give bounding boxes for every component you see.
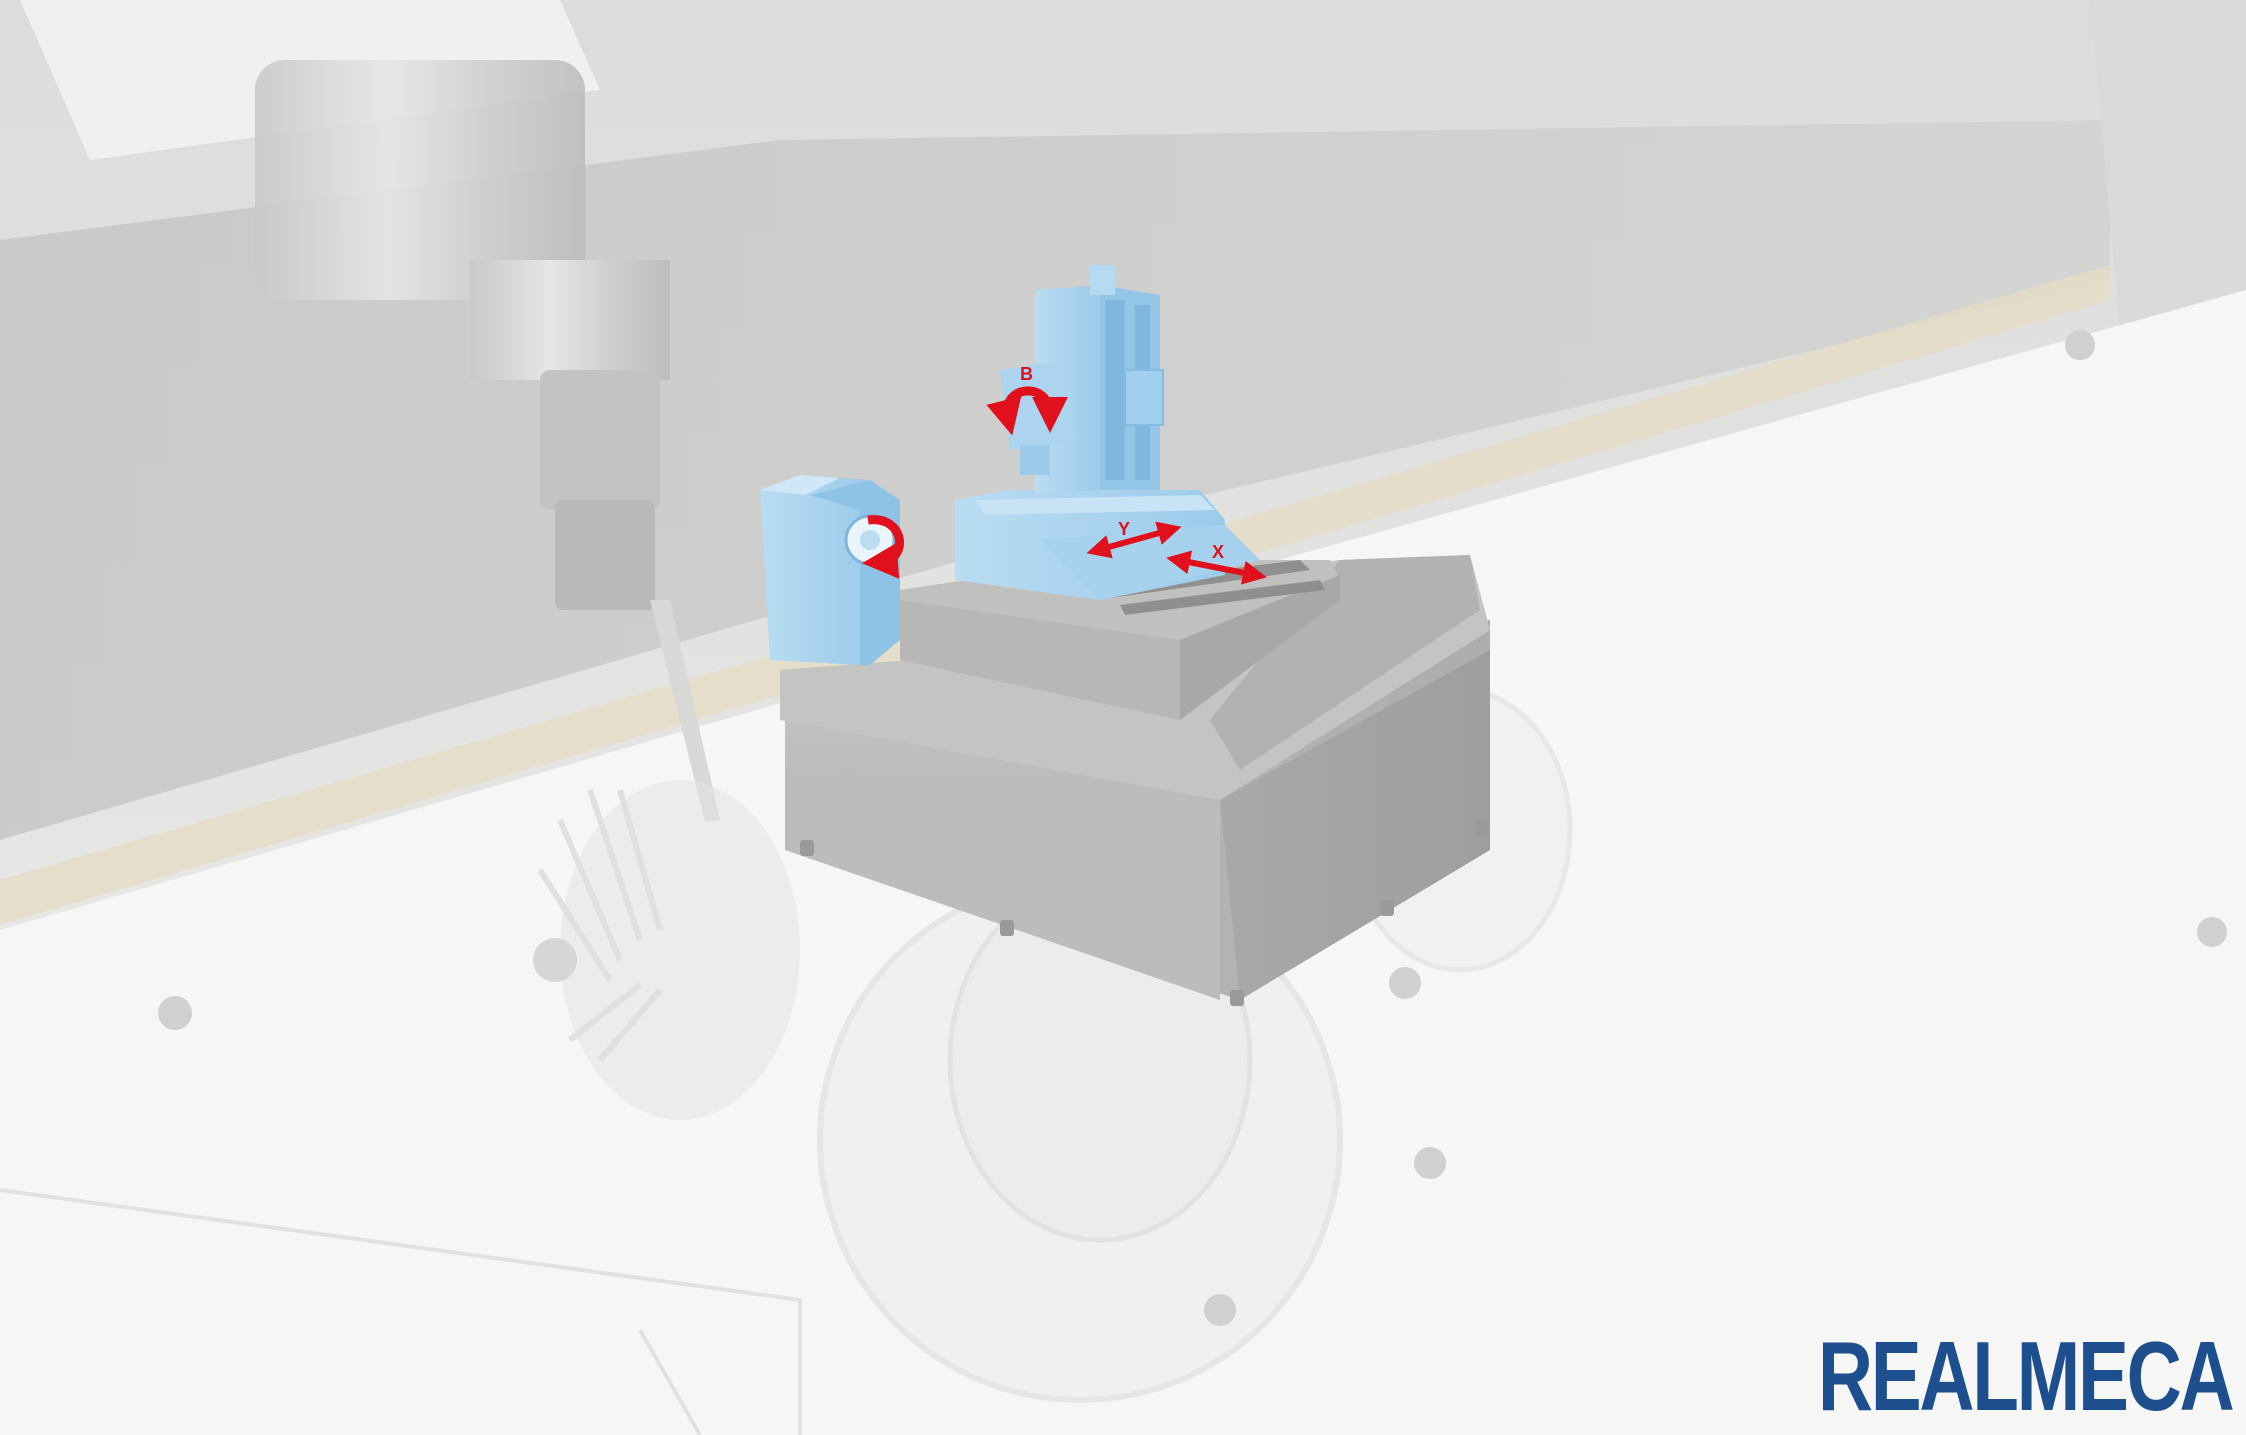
- rotary-headstock: [760, 475, 900, 665]
- brand-logo: REALMECA: [1817, 1321, 2235, 1431]
- vertical-column: [1000, 265, 1164, 495]
- y-axis-label: Y: [1118, 519, 1130, 539]
- b-axis-arrow: B: [986, 364, 1068, 436]
- spindle-nut: [540, 370, 660, 510]
- granite-base: [780, 555, 1490, 1006]
- impeller-workpiece: [533, 780, 800, 1120]
- a-axis-arrow: [862, 515, 904, 579]
- tool-holder: [555, 500, 655, 610]
- bed-edges: [0, 1188, 802, 1435]
- bolt-holes: [158, 330, 2227, 1326]
- spindle-column: [255, 60, 585, 300]
- spindle-collar: [470, 260, 670, 380]
- y-axis-arrow: Y: [1086, 519, 1182, 559]
- x-axis-label: X: [1212, 542, 1224, 562]
- x-axis-arrow: X: [1166, 542, 1267, 585]
- b-axis-label: B: [1020, 364, 1033, 384]
- cutting-tool: [650, 600, 720, 822]
